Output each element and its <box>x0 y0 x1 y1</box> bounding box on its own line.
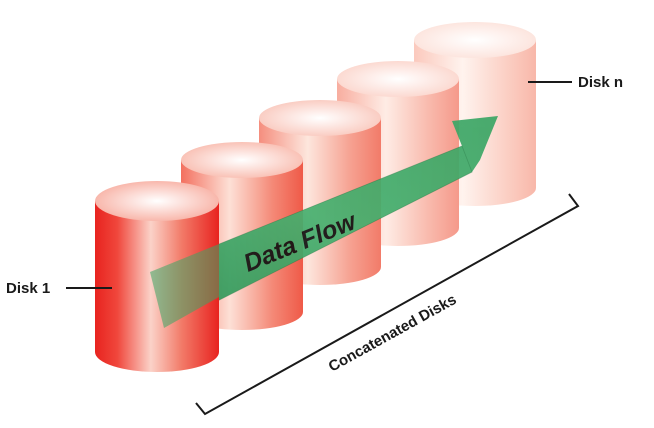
disk-1-top <box>95 181 219 221</box>
disk-2-top <box>181 142 303 178</box>
disk-n-label: Disk n <box>578 74 623 91</box>
concatenated-label: Concatenated Disks <box>326 291 460 375</box>
disk-1-label: Disk 1 <box>6 280 50 297</box>
disk-5-top <box>414 22 536 58</box>
disk-4-top <box>337 61 459 97</box>
disk-3-top <box>259 100 381 136</box>
